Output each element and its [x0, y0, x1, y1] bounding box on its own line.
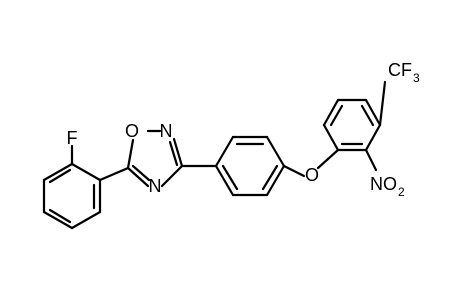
oxadiazole-n2-label: N: [160, 121, 173, 141]
aryl-oxadiazole-bond: [98, 166, 130, 182]
cf3-main-text: CF: [388, 60, 412, 80]
fluorine-atom-label: F: [67, 128, 78, 148]
ether-bond-right: [316, 148, 340, 170]
no2-group-label: NO 2: [370, 174, 405, 199]
cf3-group-label: CF 3: [388, 60, 420, 85]
cf3-subscript: 3: [413, 71, 420, 85]
ether-bond-left: [282, 164, 306, 178]
phenylene-ring: [214, 135, 286, 197]
no2-main-text: NO: [370, 174, 397, 194]
oxadiazole-oxygen-label: O: [125, 121, 139, 141]
no2-subscript: 2: [398, 185, 405, 199]
fluorophenyl-ring: [42, 144, 102, 230]
cf3-bond: [378, 80, 387, 127]
oxadiazole-n4-label: N: [149, 176, 162, 196]
no2-bond: [364, 148, 378, 172]
nitrophenyl-ring: [322, 98, 382, 152]
ether-oxygen-label: O: [305, 165, 319, 185]
oxadiazole-ring: [126, 129, 184, 188]
